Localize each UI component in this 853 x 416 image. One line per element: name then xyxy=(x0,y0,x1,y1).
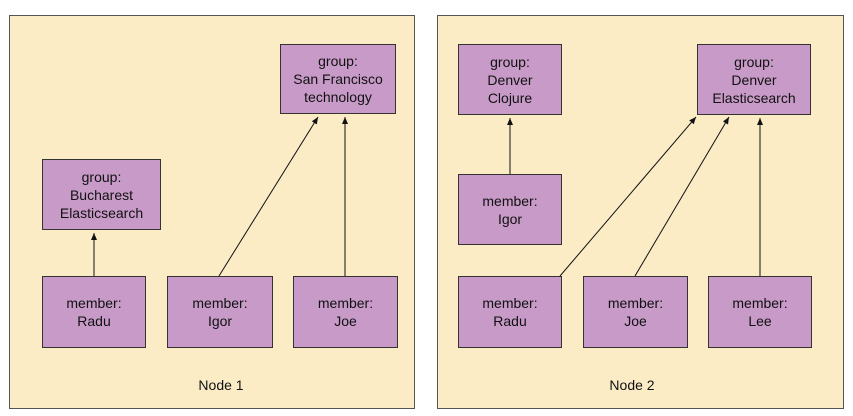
member-box-joe-node-1: member: Joe xyxy=(293,276,398,348)
group-label: group: xyxy=(81,168,122,185)
group-label: group: xyxy=(734,53,774,70)
member-name: Joe xyxy=(624,313,647,329)
group-box-san-francisco-technology: group: San Francisco technology xyxy=(280,44,396,114)
member-label: member: xyxy=(482,295,538,311)
member-name: Radu xyxy=(493,313,527,329)
group-name-line-2: Elasticsearch xyxy=(712,89,796,106)
group-box-bucharest-elasticsearch: group: Bucharest Elasticsearch xyxy=(42,159,161,230)
group-label: group: xyxy=(318,53,358,69)
group-name-line-1: Denver xyxy=(487,71,533,88)
node-2-label: Node 2 xyxy=(609,377,655,393)
group-name-line-2: Clojure xyxy=(487,89,533,106)
member-label: member: xyxy=(317,295,374,311)
member-name: Igor xyxy=(207,313,233,329)
member-box-igor-node-2: member: Igor xyxy=(458,174,562,245)
group-name-line-1: Denver xyxy=(731,71,777,88)
member-box-joe-node-2: member: Joe xyxy=(583,276,688,348)
group-name-line-1: Bucharest xyxy=(69,186,134,203)
member-name: Joe xyxy=(334,313,357,329)
group-name-line-2: technology xyxy=(304,89,372,105)
member-box-radu-node-1: member: Radu xyxy=(42,276,146,348)
member-name: Radu xyxy=(77,313,111,329)
member-box-lee-node-2: member: Lee xyxy=(708,276,812,348)
member-label: member: xyxy=(607,295,664,311)
group-name-line-2: Elasticsearch xyxy=(59,204,144,221)
group-name-line-1: San Francisco xyxy=(293,71,383,87)
member-box-radu-node-2: member: Radu xyxy=(458,276,562,348)
member-label: member: xyxy=(482,192,538,209)
member-label: member: xyxy=(192,295,248,311)
group-box-denver-clojure: group: Denver Clojure xyxy=(458,44,562,115)
member-name: Lee xyxy=(748,313,772,329)
node-1-label: Node 1 xyxy=(198,377,244,393)
member-label: member: xyxy=(66,295,122,311)
member-name: Igor xyxy=(497,210,523,227)
group-box-denver-elasticsearch: group: Denver Elasticsearch xyxy=(697,44,811,115)
group-label: group: xyxy=(490,53,530,70)
member-box-igor-node-1: member: Igor xyxy=(167,276,273,348)
member-label: member: xyxy=(732,295,788,311)
